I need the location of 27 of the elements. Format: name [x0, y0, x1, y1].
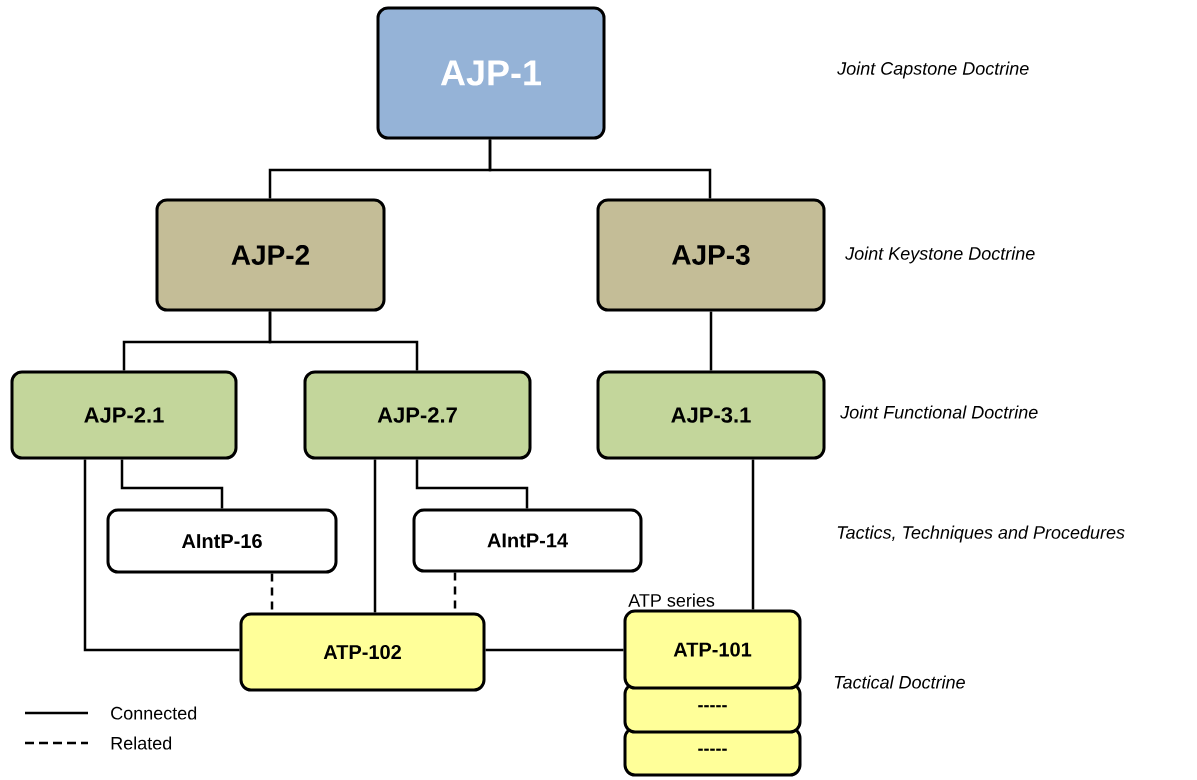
level-label: Tactics, Techniques and Procedures: [837, 525, 1125, 543]
box: AJP-2: [155, 198, 386, 312]
node-label: ATP series: [628, 593, 715, 607]
connector-line: [488, 139, 712, 199]
box: ATP-101: [623, 609, 802, 690]
box: AJP-3.1: [596, 370, 826, 460]
connector-line: [270, 573, 274, 613]
box: AJP-2.7: [303, 370, 532, 460]
connector-line: [485, 648, 624, 652]
connector-line: [751, 459, 755, 610]
connector-line: [268, 311, 419, 371]
connector-line: [415, 459, 529, 509]
box: AJP-2.1: [10, 370, 238, 460]
level-label: Joint Keystone Doctrine: [845, 246, 1035, 264]
box: ATP-102: [239, 612, 486, 692]
legend-text: Related: [111, 736, 172, 750]
box: AJP-1: [376, 6, 606, 140]
connector-line: [120, 459, 224, 509]
connector-line: [373, 459, 377, 613]
box: AJP-3: [596, 198, 826, 312]
legend-text: Connected: [111, 706, 197, 720]
box: AIntP-14: [412, 508, 643, 573]
level-label: Tactical Doctrine: [834, 675, 965, 689]
connector-line: [83, 459, 240, 652]
connector-line: [709, 311, 713, 371]
box: AIntP-16: [106, 508, 338, 574]
level-label: Joint Capstone Doctrine: [837, 61, 1029, 79]
